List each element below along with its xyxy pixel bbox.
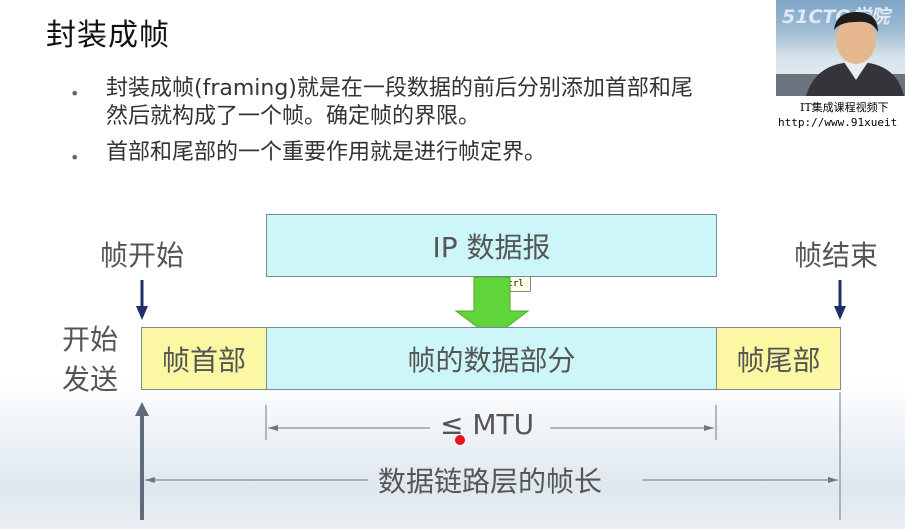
presenter-video: 51CTO学院 [776, 0, 905, 96]
frame-length-label: 数据链路层的帧长 [378, 465, 603, 498]
start-send-label-2: 发送 [62, 363, 119, 396]
frame-start-label: 帧开始 [100, 239, 185, 272]
frame-header-label: 帧首部 [161, 343, 246, 377]
mtu-label: ≤ MTU [440, 408, 535, 441]
encapsulation-arrow-icon [454, 276, 530, 339]
presenter-icon [776, 12, 905, 96]
frame-trailer-label: 帧尾部 [736, 343, 821, 377]
bullet-1-line-2: 然后就构成了一个帧。确定帧的界限。 [106, 104, 481, 129]
start-send-label-1: 开始 [62, 323, 119, 356]
bullet-dot-1: • [70, 84, 80, 103]
bullet-2-line-1: 首部和尾部的一个重要作用就是进行帧定界。 [106, 140, 547, 165]
slide-title: 封装成帧 [46, 18, 170, 53]
frame-data-label: 帧的数据部分 [407, 343, 576, 377]
video-url: http://www.91xueit [778, 116, 898, 129]
bullet-dot-2: • [70, 148, 80, 167]
bullet-1-line-1: 封装成帧(framing)就是在一段数据的前后分别添加首部和尾 [106, 76, 693, 101]
video-caption: IT集成课程视频下 [800, 101, 889, 114]
frame-trailer-box: 帧尾部 [716, 327, 841, 390]
frame-header-box: 帧首部 [141, 327, 267, 390]
frame-end-label: 帧结束 [794, 239, 879, 272]
ip-datagram-label: IP 数据报 [432, 230, 551, 264]
pointer-dot-icon [455, 435, 465, 445]
ip-datagram-box: IP 数据报 [266, 214, 717, 277]
frame-data-box: 帧的数据部分 [266, 327, 717, 390]
